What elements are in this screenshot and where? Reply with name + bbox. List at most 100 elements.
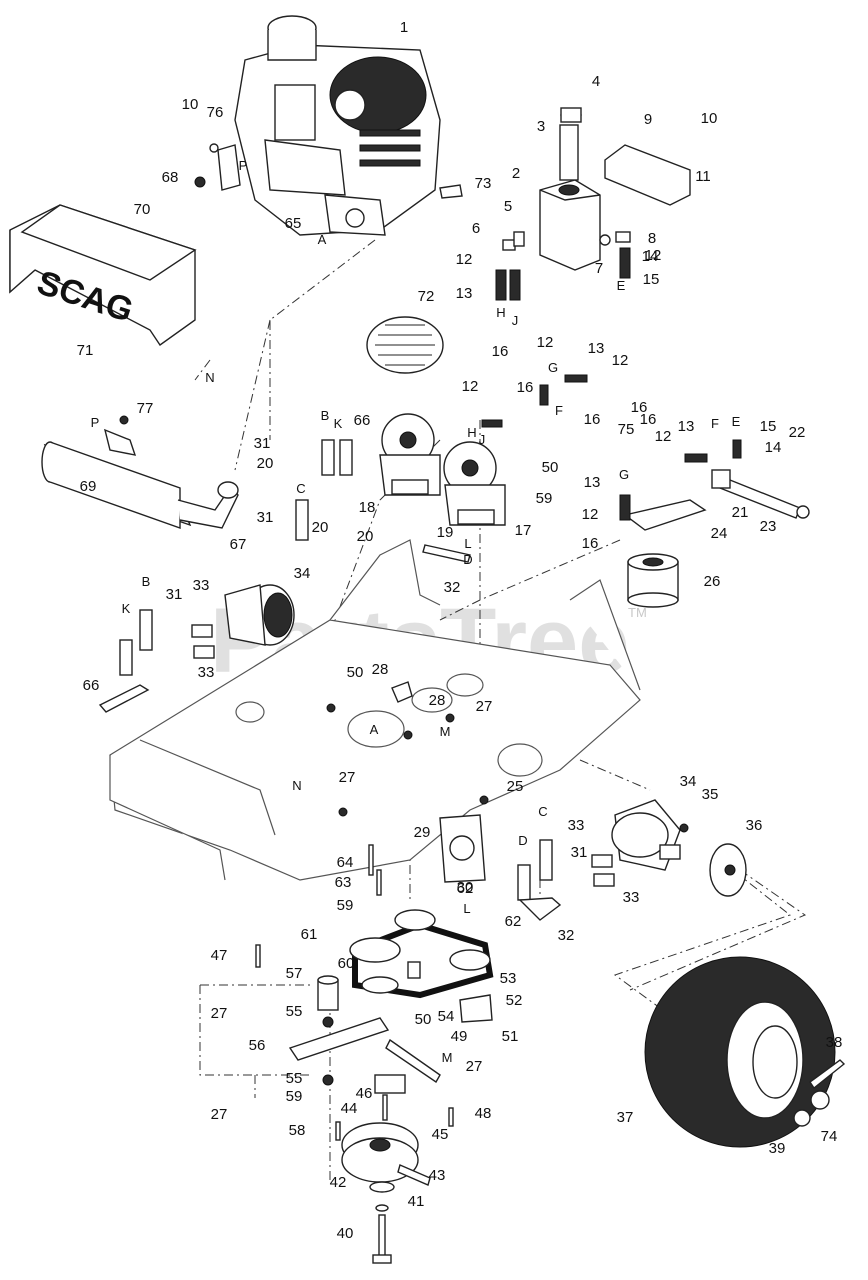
callout-4: 4	[592, 73, 600, 90]
callout-27: 27	[211, 1005, 228, 1022]
hydraulic-reservoir	[539, 107, 601, 271]
connection-letter-J: J	[479, 432, 486, 447]
callout-16: 16	[584, 411, 601, 428]
callout-55: 55	[286, 1003, 303, 1020]
wheel-motor-right	[517, 799, 747, 921]
muffler	[41, 415, 239, 529]
callout-16: 16	[631, 399, 648, 416]
callout-51: 51	[502, 1028, 519, 1045]
callout-20: 20	[357, 528, 374, 545]
callout-33: 33	[568, 817, 585, 834]
connection-letter-H: H	[467, 425, 476, 440]
callout-45: 45	[432, 1126, 449, 1143]
connection-letter-P: P	[91, 415, 100, 430]
callout-7: 7	[595, 260, 603, 277]
callout-61: 61	[301, 926, 318, 943]
callout-17: 17	[515, 522, 532, 539]
callout-6: 6	[472, 220, 480, 237]
wheel-motor-left	[98, 584, 295, 713]
callout-18: 18	[359, 499, 376, 516]
callout-2: 2	[512, 165, 520, 182]
callout-16: 16	[517, 379, 534, 396]
callout-72: 72	[418, 288, 435, 305]
connection-letter-C: C	[538, 804, 547, 819]
reservoir-bracket	[604, 144, 691, 206]
callout-37: 37	[617, 1109, 634, 1126]
callout-59: 59	[337, 897, 354, 914]
callout-32: 32	[444, 579, 461, 596]
callout-13: 13	[588, 340, 605, 357]
callout-20: 20	[257, 455, 274, 472]
connection-letter-C: C	[296, 481, 305, 496]
connection-letter-J: J	[512, 313, 519, 328]
callout-29: 29	[414, 824, 431, 841]
callout-27: 27	[476, 698, 493, 715]
callout-31: 31	[166, 586, 183, 603]
connection-letter-D: D	[518, 833, 527, 848]
callout-5: 5	[504, 198, 512, 215]
callout-73: 73	[475, 175, 492, 192]
callout-46: 46	[356, 1085, 373, 1102]
callout-15: 15	[643, 271, 660, 288]
engine-bracket	[194, 143, 463, 199]
callout-75: 75	[618, 421, 635, 438]
connection-letter-E: E	[617, 278, 626, 293]
connection-letter-M: M	[442, 1050, 453, 1065]
callout-13: 13	[456, 285, 473, 302]
callout-10: 10	[182, 96, 199, 113]
callout-50: 50	[415, 1011, 432, 1028]
callout-3: 3	[537, 118, 545, 135]
callout-16: 16	[640, 411, 657, 428]
cross-tube-assembly	[619, 439, 810, 531]
callout-38: 38	[826, 1034, 843, 1051]
connection-letter-G: G	[548, 360, 558, 375]
drive-tire	[644, 956, 846, 1148]
callout-26: 26	[704, 573, 721, 590]
callout-9: 9	[644, 111, 652, 128]
callout-12: 12	[582, 506, 599, 523]
callout-31: 31	[571, 844, 588, 861]
callout-27: 27	[211, 1106, 228, 1123]
hydraulic-pump-left	[379, 413, 441, 496]
callout-41: 41	[408, 1193, 425, 1210]
callout-14: 14	[765, 439, 782, 456]
connection-letter-K: K	[334, 416, 343, 431]
callout-27: 27	[466, 1058, 483, 1075]
callout-12: 12	[462, 378, 479, 395]
electric-clutch	[341, 1122, 431, 1264]
connection-letter-L: L	[464, 536, 471, 551]
callout-66: 66	[354, 412, 371, 429]
reservoir-fittings	[495, 231, 631, 301]
oil-filter	[627, 553, 679, 608]
callout-23: 23	[760, 518, 777, 535]
callout-28: 28	[429, 692, 446, 709]
callout-15: 15	[760, 418, 777, 435]
engine-shield: SCAG	[9, 204, 197, 346]
connection-letter-N: N	[292, 778, 301, 793]
callout-47: 47	[211, 947, 228, 964]
callout-68: 68	[162, 169, 179, 186]
callout-39: 39	[769, 1140, 786, 1157]
callout-56: 56	[249, 1037, 266, 1054]
frame-hardware	[326, 681, 489, 817]
callout-12: 12	[612, 352, 629, 369]
callout-44: 44	[341, 1100, 358, 1117]
callout-63: 63	[335, 874, 352, 891]
callout-50: 50	[347, 664, 364, 681]
callout-31: 31	[254, 435, 271, 452]
connection-letter-B: B	[142, 574, 151, 589]
callout-12: 12	[655, 428, 672, 445]
bolts	[255, 844, 454, 1141]
callout-24: 24	[711, 525, 728, 542]
callout-25: 25	[507, 778, 524, 795]
callout-62: 62	[505, 913, 522, 930]
callout-8: 8	[648, 230, 656, 247]
connection-letter-B: B	[321, 408, 330, 423]
pump-hoses	[295, 374, 588, 563]
callout-69: 69	[80, 478, 97, 495]
callout-57: 57	[286, 965, 303, 982]
callout-42: 42	[330, 1174, 347, 1191]
callout-67: 67	[230, 536, 247, 553]
